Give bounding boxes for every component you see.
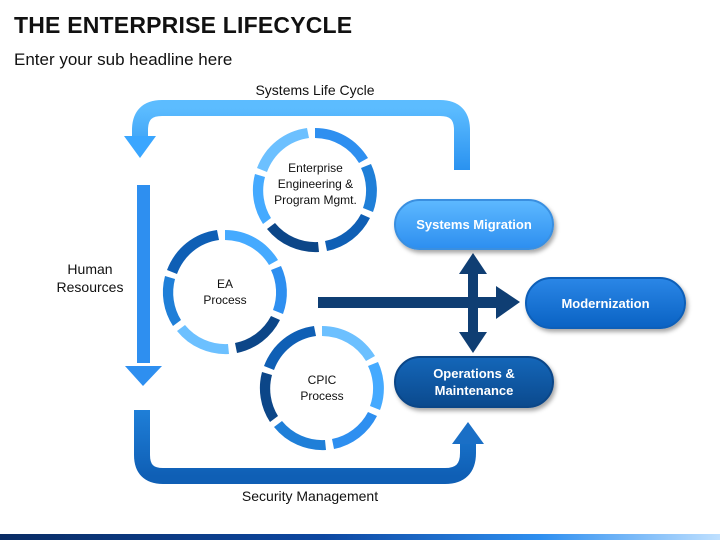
human-resources-label: Human Resources	[56, 261, 124, 295]
security-management-label: Security Management	[241, 488, 379, 504]
modernization-box: Modernization	[525, 277, 686, 329]
flow-arrow-horizontal	[318, 286, 520, 319]
ea-cycle-ring	[162, 230, 287, 355]
page-title: THE ENTERPRISE LIFECYCLE	[14, 12, 353, 38]
security-management-arrow	[134, 410, 484, 484]
enterprise-cycle-label: Enterprise Engineering & Program Mgmt.	[274, 161, 357, 207]
cpic-cycle-ring	[259, 326, 384, 451]
cpic-cycle-label: CPIC Process	[300, 373, 344, 403]
systems-life-cycle-label: Systems Life Cycle	[255, 82, 375, 98]
page-subtitle: Enter your sub headline here	[14, 50, 233, 69]
footer-bar	[0, 534, 720, 540]
human-resources-arrow	[125, 185, 162, 386]
flow-arrow-vertical	[459, 253, 487, 353]
systems-life-cycle-arrow	[124, 100, 470, 170]
operations-maintenance-box: Operations & Maintenance	[394, 356, 554, 408]
systems-migration-box: Systems Migration	[394, 199, 554, 250]
enterprise-cycle-ring	[252, 128, 377, 253]
ea-cycle-label: EA Process	[203, 277, 247, 307]
